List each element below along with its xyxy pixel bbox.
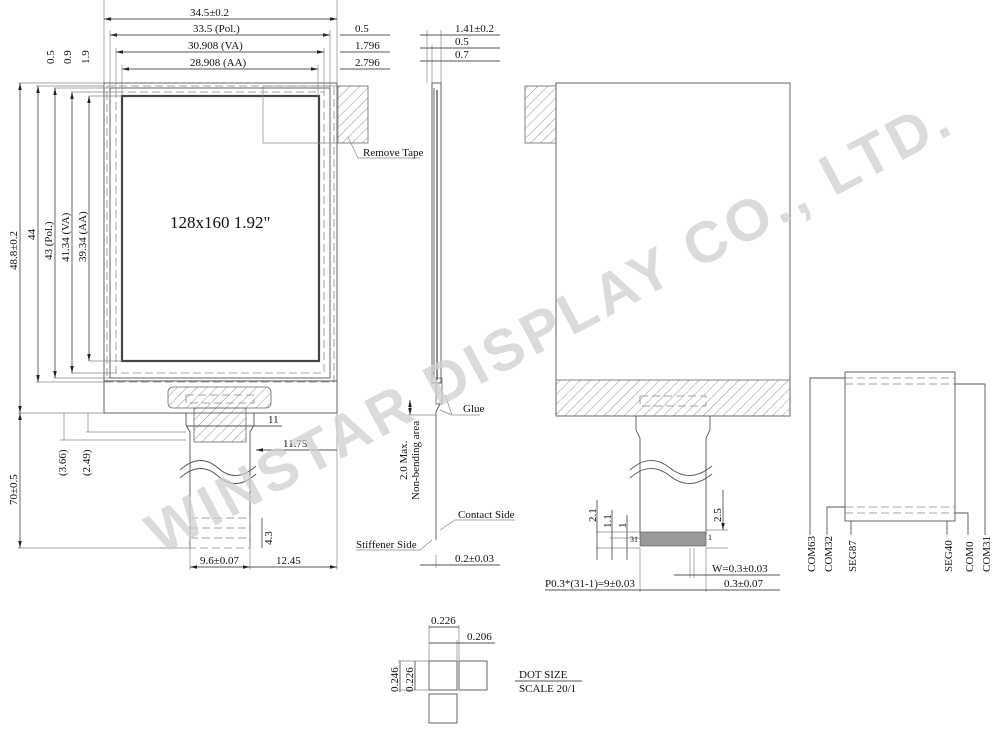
pin-com32: COM32 [823, 536, 835, 572]
dim-height-44: 44 [26, 229, 38, 241]
dim-thickness-glass: 0.7 [455, 49, 469, 61]
dim-fpc-offset-right: 11.75 [283, 438, 308, 450]
dot-size-detail: 0.226 0.206 0.246 0.226 DOT SIZE SCALE 2… [389, 615, 582, 724]
dim-fpc-width-bottom: 9.6±0.07 [200, 555, 240, 567]
active-area [120, 94, 321, 363]
pin-seg40: SEG40 [943, 540, 955, 572]
pin-com63: COM63 [806, 535, 818, 572]
dim-fpc-offset-bottom: 12.45 [276, 555, 301, 567]
dim-width-va: 30.908 (VA) [188, 40, 243, 52]
dim-thickness-total: 1.41±0.2 [455, 23, 494, 35]
pinout-diagram: COM63 COM32 SEG87 SEG40 COM0 COM31 [806, 371, 993, 572]
dim-width-total: 34.5±0.2 [190, 7, 229, 19]
pin-com31: COM31 [981, 536, 993, 572]
dim-top-pol: 0.5 [45, 50, 57, 64]
dot-size-title: DOT SIZE [519, 669, 568, 681]
dim-contact-1-1: 1.1 [602, 514, 614, 528]
dot-width-pitch: 0.226 [431, 615, 456, 627]
dot-height: 0.226 [404, 667, 416, 692]
dim-offset-aa: 2.796 [355, 57, 380, 69]
dim-pin-width: W=0.3±0.03 [712, 563, 768, 575]
dim-height-total: 48.8±0.2 [8, 231, 20, 270]
non-bending-sublabel: Non-bending area [410, 421, 422, 500]
dim-rear-2-5: 2.5 [712, 508, 724, 522]
side-view: 1.41±0.2 0.5 0.7 Glue 2.0 Max. Non-bendi… [356, 23, 515, 568]
dim-width-pol: 33.5 (Pol.) [193, 23, 240, 35]
dim-fpc-thickness: 0.2±0.03 [455, 553, 495, 565]
non-bending-label: 2.0 Max. [398, 440, 410, 480]
front-view: 128x160 1.92" Remove Tape 34.5±0.2 33.5 … [8, 0, 424, 570]
dot-width: 0.206 [467, 631, 492, 643]
dim-top-va: 0.9 [62, 50, 74, 64]
dim-contact-2-1: 2.1 [587, 508, 599, 522]
dim-height-aa: 39.34 (AA) [77, 211, 89, 262]
dim-top-aa: 1.9 [80, 50, 92, 64]
dim-height-pol: 43 (Pol.) [43, 221, 55, 260]
pin-seg87: SEG87 [847, 540, 859, 572]
resolution-label: 128x160 1.92" [170, 213, 270, 232]
stiffener-side-label: Stiffener Side [356, 539, 417, 551]
pin-last-label: 1 [708, 533, 712, 542]
contact-side-label: Contact Side [458, 509, 515, 521]
dim-height-va: 41.34 (VA) [60, 212, 72, 262]
dim-fpc-offset-2: (2.49) [81, 449, 93, 476]
dim-offset-va: 1.796 [355, 40, 380, 52]
remove-tape-label: Remove Tape [363, 147, 424, 159]
dim-pitch: P0.3*(31-1)=9±0.03 [545, 578, 635, 590]
dim-thickness-pol: 0.5 [455, 36, 469, 48]
dim-contact-1: 1 [617, 523, 629, 529]
dim-fpc-width-top: 11 [268, 414, 279, 426]
dim-width-aa: 28.908 (AA) [190, 57, 247, 69]
pin-first-label: 31 [630, 535, 638, 544]
watermark: WINSTAR DISPLAY CO., LTD. [136, 85, 964, 567]
dot-height-pitch: 0.246 [389, 667, 401, 692]
dim-edge-offset: 0.3±0.07 [724, 578, 764, 590]
dim-offset-pol: 0.5 [355, 23, 369, 35]
outline-rect [103, 82, 338, 414]
rear-view: 2.1 1.1 1 31 1 2.5 W=0.3±0.03 P0.3*(31-1… [524, 82, 791, 592]
glue-label: Glue [463, 403, 485, 415]
dim-fpc-offset-1: (3.66) [57, 449, 69, 476]
dot-size-scale: SCALE 20/1 [519, 683, 576, 695]
pin-com0: COM0 [964, 541, 976, 572]
dim-overall-height: 70±0.5 [8, 474, 20, 505]
dim-contact-length: 4.3 [263, 531, 275, 545]
